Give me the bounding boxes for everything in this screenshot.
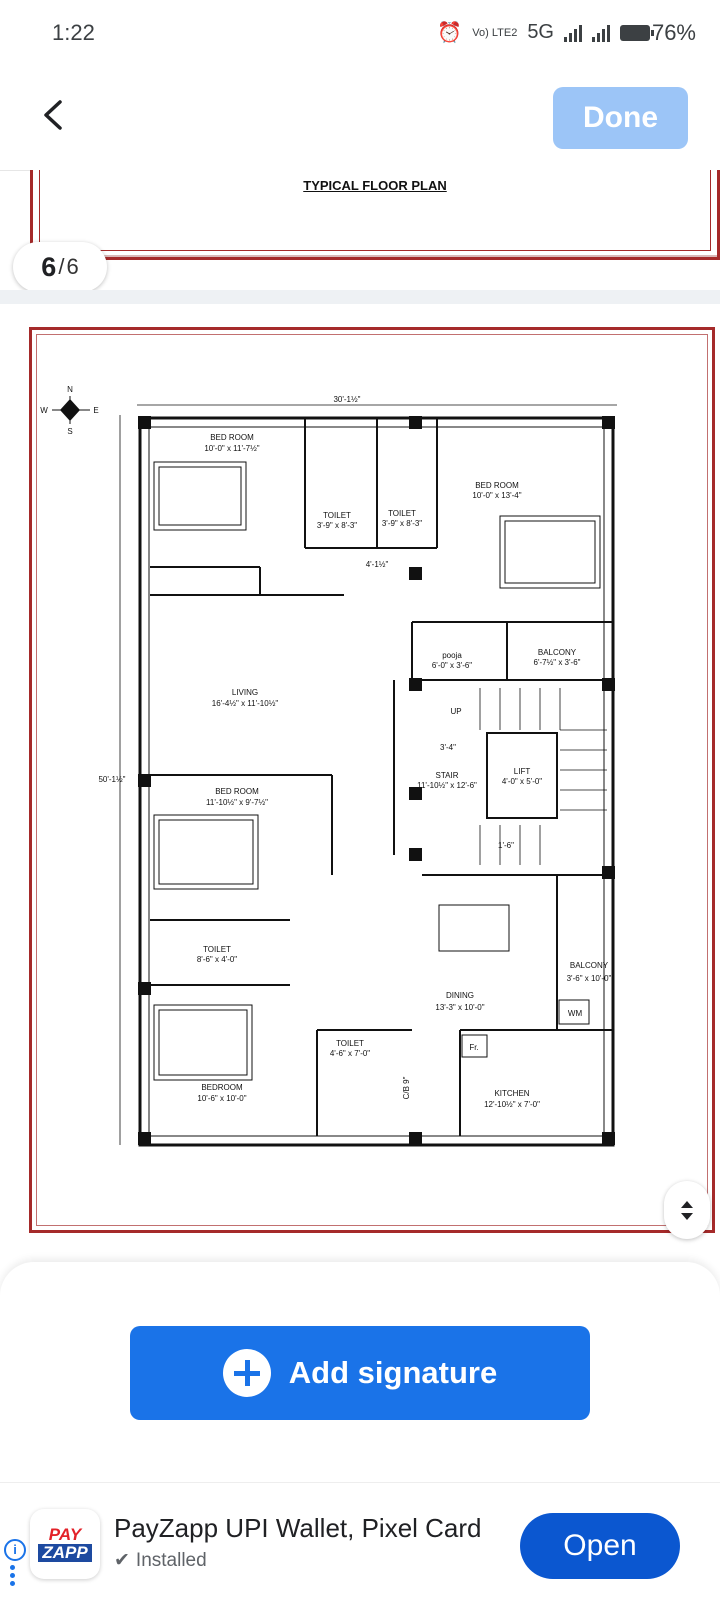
document-page-6: N E S W 30'-1½" 50'-1½" xyxy=(29,327,715,1233)
page-current: 6 xyxy=(41,251,57,282)
page-border xyxy=(36,334,708,1226)
label-toilet-gap: 4'-1½" xyxy=(366,560,389,569)
scroll-handle[interactable] xyxy=(664,1181,710,1239)
room-16-size: 12'-10½" x 7'-0" xyxy=(484,1100,540,1109)
room-13-size: 13'-3" x 10'-0" xyxy=(435,1003,484,1012)
ad-menu-icon[interactable] xyxy=(10,1565,16,1589)
page-indicator: 6 / 6 xyxy=(13,242,107,292)
compass-w: W xyxy=(40,406,48,415)
room-10-size: 11'-10½" x 9'-7½" xyxy=(206,798,268,807)
volte-label: Vo) LTE2 xyxy=(472,26,518,39)
room-3-name: TOILET xyxy=(388,509,416,518)
signal-icon xyxy=(564,24,582,42)
ad-status-label: Installed xyxy=(135,1549,207,1571)
open-button[interactable]: Open xyxy=(520,1513,680,1579)
payzapp-logo: PAY ZAPP xyxy=(30,1509,100,1579)
label-stair-w: 3'-4" xyxy=(440,743,456,752)
page-border xyxy=(39,170,711,251)
room-1-size: 10'-0" x 11'-7½" xyxy=(204,444,259,453)
label-up: UP xyxy=(450,707,461,716)
network-label: 5G xyxy=(527,21,554,43)
signal-icon-2 xyxy=(592,24,610,42)
ad-title: PayZapp UPI Wallet, Pixel Card xyxy=(114,1513,482,1543)
page-gap xyxy=(0,290,720,304)
room-4-name: BED ROOM xyxy=(475,481,519,490)
room-11-size: 8'-6" x 4'-0" xyxy=(197,955,237,964)
room-14-name: TOILET xyxy=(336,1039,364,1048)
plan-title: TYPICAL FLOOR PLAN xyxy=(303,178,447,193)
room-16-name: KITCHEN xyxy=(494,1089,529,1098)
alarm-icon: ⏰ xyxy=(437,22,463,44)
page-separator: / xyxy=(58,254,65,279)
room-3-size: 3'-9" x 8'-3" xyxy=(382,519,422,528)
status-time: 1:22 xyxy=(52,20,95,45)
status-bar: 1:22 ⏰ Vo) LTE2 5G 76% xyxy=(0,0,720,66)
room-14-size: 4'-6" x 7'-0" xyxy=(330,1049,370,1058)
room-6-size: 6'-7½" x 3'-6" xyxy=(534,658,581,667)
status-icons: ⏰ Vo) LTE2 5G xyxy=(437,20,654,45)
room-12-name: BALCONY xyxy=(570,961,609,970)
logo-top: PAY xyxy=(48,1525,82,1544)
room-2-size: 3'-9" x 8'-3" xyxy=(317,521,357,530)
label-wm: WM xyxy=(568,1009,583,1018)
room-4-size: 10'-0" x 13'-4" xyxy=(472,491,521,500)
floor-plan-drawing: N E S W 30'-1½" 50'-1½" xyxy=(40,385,617,1147)
plus-circle-icon xyxy=(222,1349,271,1397)
battery-icon xyxy=(620,24,654,41)
room-6-name: BALCONY xyxy=(538,648,577,657)
logo-bottom: ZAPP xyxy=(38,1544,92,1562)
done-button[interactable]: Done xyxy=(553,87,688,149)
add-signature-label: Add signature xyxy=(288,1355,498,1390)
room-2-name: TOILET xyxy=(323,511,351,520)
room-8-name: STAIR xyxy=(436,771,459,780)
label-stair-d: 1'-6" xyxy=(498,841,514,850)
scroll-arrows-icon xyxy=(681,1201,693,1220)
installed-check-icon: ✔ xyxy=(114,1550,130,1571)
room-1-name: BED ROOM xyxy=(210,433,254,442)
compass-s: S xyxy=(67,427,72,436)
document-page-5: TYPICAL FLOOR PLAN xyxy=(30,170,720,260)
room-15-size: 10'-6" x 10'-0" xyxy=(197,1094,246,1103)
room-9-size: 4'-0" x 5'-0" xyxy=(502,777,542,786)
room-7-size: 16'-4½" x 11'-10½" xyxy=(212,699,279,708)
bottom-sheet: Add signature xyxy=(0,1262,720,1482)
room-9-name: LIFT xyxy=(514,767,531,776)
app-bar: Done xyxy=(0,66,720,171)
dim-width: 30'-1½" xyxy=(333,395,360,404)
compass-e: E xyxy=(93,406,98,415)
room-15-name: BEDROOM xyxy=(201,1083,243,1092)
compass-n: N xyxy=(67,385,73,394)
label-fr: Fr. xyxy=(469,1043,478,1052)
room-7-name: LIVING xyxy=(232,688,258,697)
room-5-size: 6'-0" x 3'-6" xyxy=(432,661,472,670)
ad-info-icon[interactable]: i xyxy=(4,1539,26,1561)
ad-banner[interactable]: i PAY ZAPP PayZapp UPI Wallet, Pixel Car… xyxy=(0,1482,720,1601)
battery-percent: 76% xyxy=(651,20,696,45)
compass-icon: N E S W xyxy=(40,385,98,436)
add-signature-button[interactable]: Add signature xyxy=(130,1326,590,1420)
page-total: 6 xyxy=(66,254,79,279)
room-12-size: 3'-6" x 10'-0" xyxy=(567,974,612,983)
room-5-name: pooja xyxy=(442,651,462,660)
room-10-name: BED ROOM xyxy=(215,787,259,796)
dim-height: 50'-1½" xyxy=(98,775,125,784)
ad-status: ✔ Installed xyxy=(114,1549,207,1572)
room-11-name: TOILET xyxy=(203,945,231,954)
label-cb: C/B 9" xyxy=(402,1076,411,1099)
room-8-size: 11'-10½" x 12'-6" xyxy=(417,781,477,790)
back-arrow-icon[interactable] xyxy=(38,98,72,132)
room-13-name: DINING xyxy=(446,991,474,1000)
